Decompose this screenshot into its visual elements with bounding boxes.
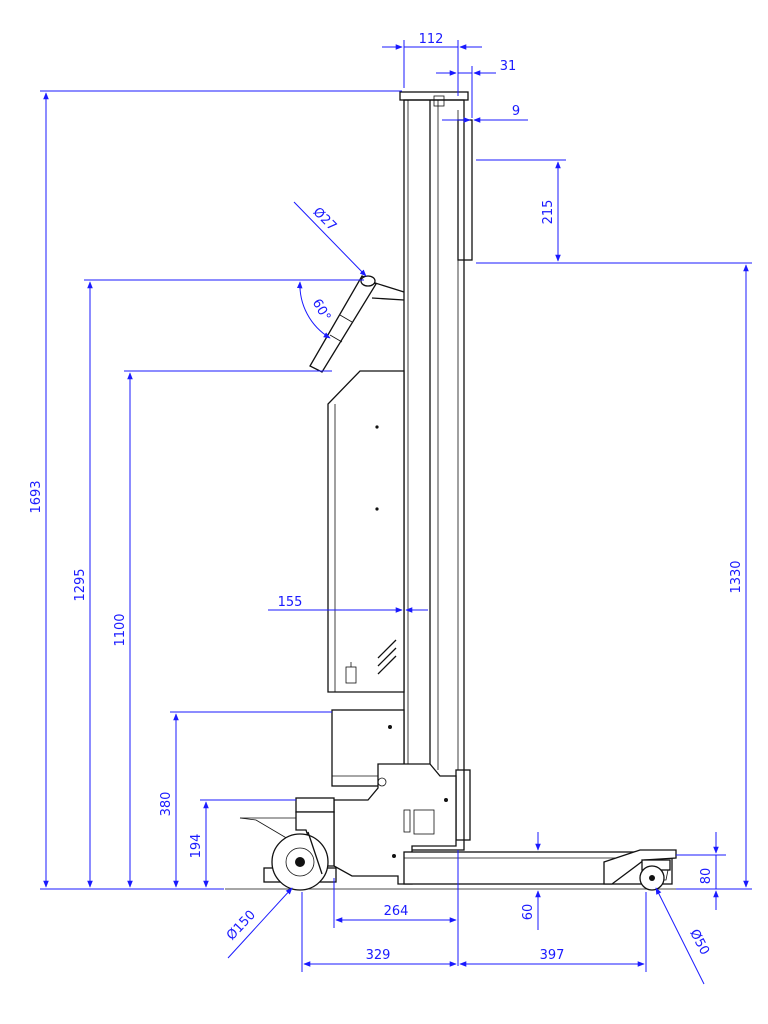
dim-rear-span: 397 xyxy=(459,892,647,972)
dim-panel-height: 1100 xyxy=(113,370,332,888)
handle-height-label: 1295 xyxy=(73,568,88,601)
base-plate xyxy=(403,849,677,885)
dim-handle-diameter: Ø27 xyxy=(293,201,367,277)
dim-front-span: 329 xyxy=(301,892,457,972)
mast-gap-label: 9 xyxy=(512,104,520,119)
dim-side-height: 1330 xyxy=(676,264,752,890)
panel-height-label: 1100 xyxy=(113,613,128,646)
front-wheel-assembly xyxy=(239,797,337,891)
rear-span-label: 397 xyxy=(540,948,565,963)
dim-wheelbase-inner: 264 xyxy=(333,850,459,966)
mast-offset-label: 31 xyxy=(500,59,517,74)
mast-top-width-label: 112 xyxy=(419,32,444,47)
dim-handle-angle: 60° xyxy=(296,281,334,339)
rear-wheel-diameter-label: Ø50 xyxy=(686,927,712,958)
side-height-label: 1330 xyxy=(729,560,744,593)
rear-caster xyxy=(639,859,671,891)
dim-panel-depth: 155 xyxy=(268,595,428,613)
upper-panel xyxy=(327,370,405,693)
handle-diameter-label: Ø27 xyxy=(310,205,340,235)
base-block-label: 380 xyxy=(159,792,174,817)
lift-machine xyxy=(225,91,680,891)
panel-depth-label: 155 xyxy=(278,595,303,610)
top-clearance-label: 215 xyxy=(541,200,556,225)
wheelbase-inner-label: 264 xyxy=(384,904,409,919)
dim-mast-offset: 31 xyxy=(436,59,516,118)
front-wheel-diameter-label: Ø150 xyxy=(224,908,259,944)
overall-height-label: 1693 xyxy=(29,480,44,513)
base-plate-height-label: 60 xyxy=(521,904,536,921)
dim-mast-top-width: 112 xyxy=(382,32,482,96)
dim-front-wheel-diameter: Ø150 xyxy=(224,887,293,959)
dim-handle-height: 1295 xyxy=(73,279,364,888)
dim-overall-height: 1693 xyxy=(29,90,402,890)
rear-caster-height-label: 80 xyxy=(699,868,714,885)
front-span-label: 329 xyxy=(366,948,391,963)
dim-base-block: 380 xyxy=(159,711,332,888)
dim-rear-caster-height: 80 xyxy=(676,832,726,910)
dim-fork-height: 194 xyxy=(189,799,296,888)
dim-mast-gap: 9 xyxy=(442,104,528,123)
dim-top-clearance: 215 xyxy=(476,159,752,264)
mast xyxy=(399,91,473,851)
handle xyxy=(309,275,405,373)
fork-height-label: 194 xyxy=(189,834,204,859)
dim-rear-wheel-diameter: Ø50 xyxy=(655,887,712,985)
chassis xyxy=(333,763,457,885)
handle-angle-label: 60° xyxy=(309,297,334,324)
dim-base-plate-height: 60 xyxy=(521,832,541,930)
